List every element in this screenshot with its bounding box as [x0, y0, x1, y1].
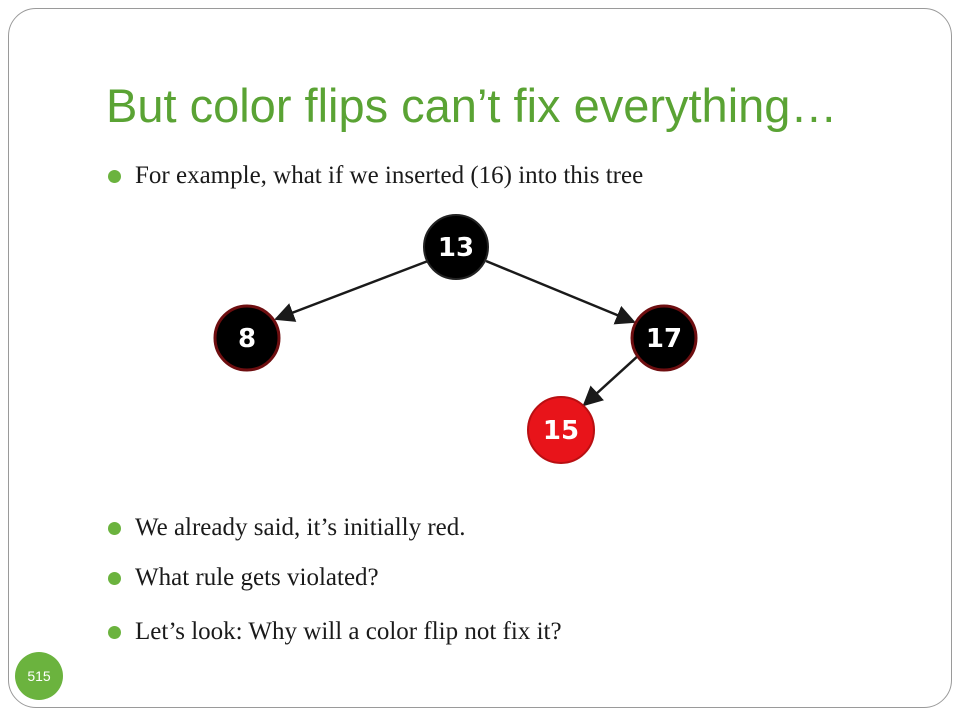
node-label-8: 8	[238, 324, 256, 354]
tree-node-13: 13	[423, 214, 489, 280]
bullet-dot-icon	[108, 169, 121, 183]
bullet-text: Let’s look: Why will a color flip not fi…	[135, 618, 562, 645]
edge-17-15	[582, 353, 641, 407]
bullet-text: What rule gets violated?	[135, 564, 379, 591]
bullet-dot-icon	[108, 625, 121, 639]
edge-13-8	[274, 259, 429, 322]
edge-13-17	[485, 259, 636, 325]
bullet-text: For example, what if we inserted (16) in…	[135, 162, 644, 189]
node-label-17: 17	[646, 324, 682, 354]
bullet-color-flip: Let’s look: Why will a color flip not fi…	[108, 618, 562, 646]
tree-node-15: 15	[527, 396, 595, 464]
bullet-dot-icon	[108, 571, 121, 585]
bullet-dot-icon	[108, 521, 121, 535]
page-number-badge: 515	[15, 652, 63, 700]
slide-frame	[8, 8, 952, 708]
node-label-15: 15	[543, 416, 579, 446]
bullet-rule-violated: What rule gets violated?	[108, 564, 379, 592]
bullet-example: For example, what if we inserted (16) in…	[108, 162, 643, 190]
bullet-text: We already said, it’s initially red.	[135, 514, 466, 541]
tree-node-17: 17	[630, 304, 698, 372]
bullet-initially-red: We already said, it’s initially red.	[108, 514, 466, 542]
node-label-13: 13	[438, 233, 474, 263]
slide-title: But color flips can’t fix everything…	[106, 79, 838, 132]
tree-node-8: 8	[213, 304, 281, 372]
